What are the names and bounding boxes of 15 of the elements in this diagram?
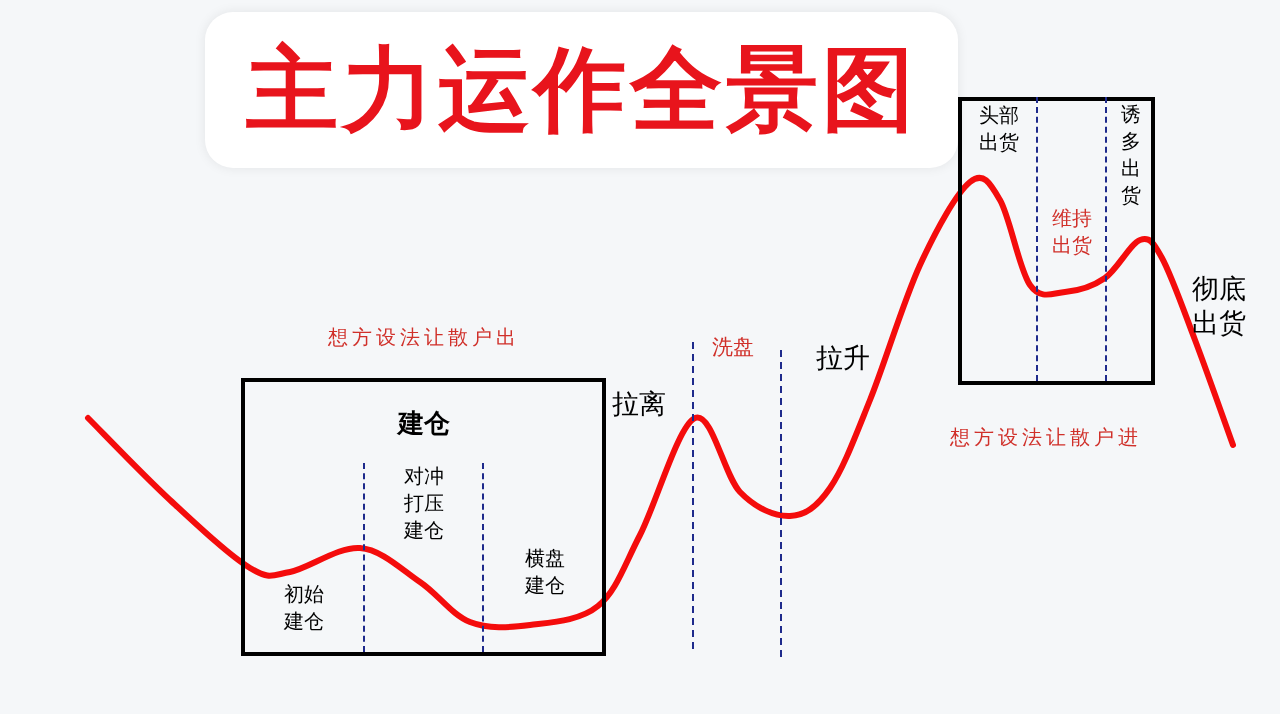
stage-label: 洗盘 — [712, 334, 754, 361]
stage-box — [241, 378, 606, 656]
stage-label: 拉离 — [612, 387, 666, 421]
stage-label: 想方设法让散户出 — [328, 324, 520, 351]
phase-label: 对冲打压建仓 — [403, 463, 444, 544]
phase-label: 诱多出货 — [1121, 101, 1141, 209]
stage-heading: 建仓 — [396, 407, 451, 440]
phase-label: 横盘建仓 — [525, 545, 565, 599]
phase-label: 初始建仓 — [284, 581, 324, 635]
phase-label: 头部出货 — [979, 102, 1019, 156]
stage-label: 彻底出货 — [1192, 272, 1246, 340]
phase-label: 维持出货 — [1051, 205, 1092, 259]
stage-label: 拉升 — [816, 341, 870, 375]
stage-label: 想方设法让散户进 — [950, 424, 1142, 451]
stage-box — [958, 97, 1155, 385]
